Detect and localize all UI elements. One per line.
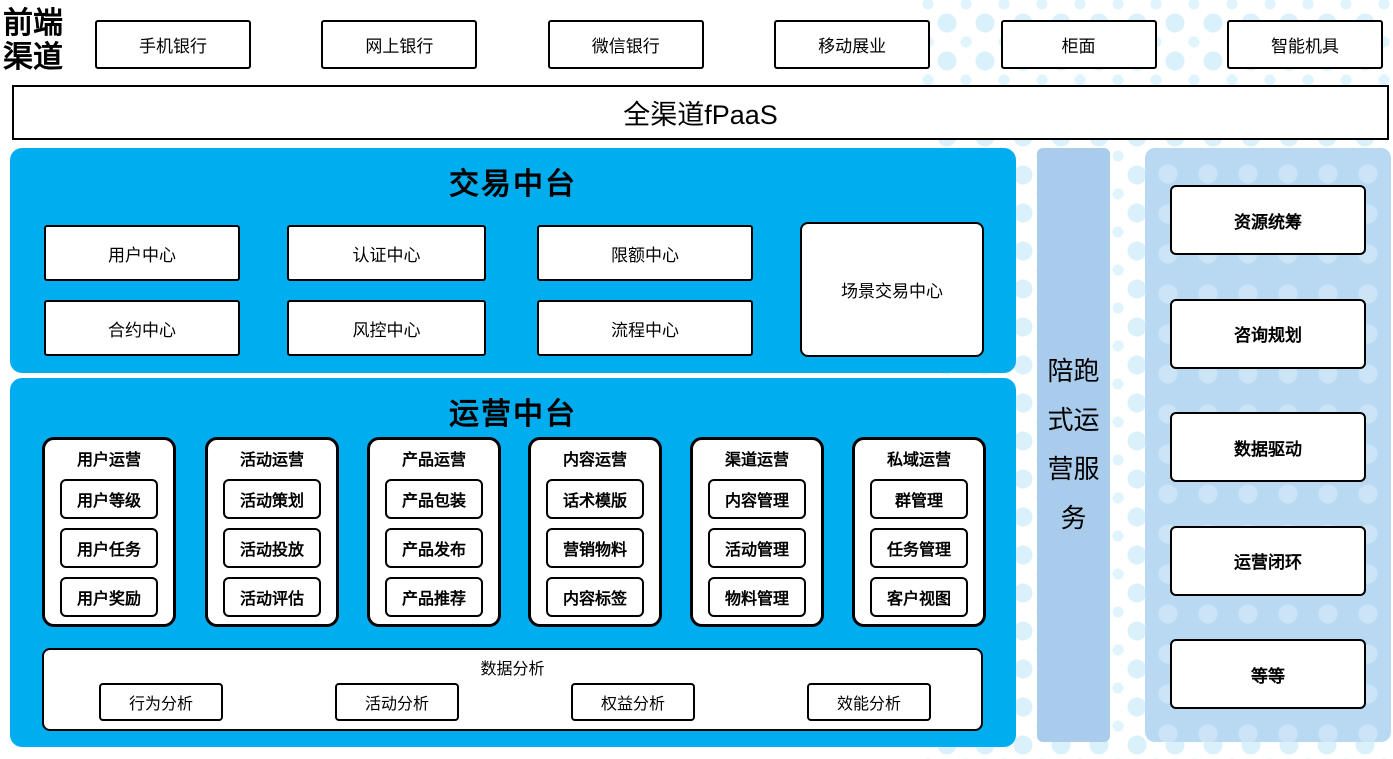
trade-section-title: 交易中台 [449,168,577,201]
operations-middle-platform-section: 运营中台 用户运营 用户等级 用户任务 用户奖励 活动运营 活动策划 活动投放 … [10,378,1016,747]
channel-box-mobile-banking: 手机银行 [95,20,251,69]
panel-box-consulting-planning: 咨询规划 [1170,298,1366,369]
front-channels-row: 手机银行 网上银行 微信银行 移动展业 柜面 智能机具 [95,20,1383,69]
channel-box-mobile-outreach: 移动展业 [774,20,931,69]
group-title: 私域运营 [886,452,951,469]
group-product-ops: 产品运营 产品包装 产品发布 产品推荐 [367,437,501,627]
group-item: 产品包装 [385,479,483,519]
center-box-process: 流程中心 [537,300,753,356]
center-box-user: 用户中心 [44,225,240,281]
group-item: 任务管理 [870,528,968,568]
companion-operation-service-bar: 陪跑式运营服务 [1037,148,1110,742]
panel-box-operation-loop: 运营闭环 [1170,525,1366,596]
panel-box-etc: 等等 [1170,639,1366,709]
group-item: 话术模版 [546,479,644,519]
group-activity-ops: 活动运营 活动策划 活动投放 活动评估 [205,437,339,627]
analysis-item: 效能分析 [807,683,931,721]
group-private-domain-ops: 私域运营 群管理 任务管理 客户视图 [852,437,986,627]
trade-middle-platform-section: 交易中台 用户中心 认证中心 限额中心 合约中心 风控中心 流程中心 场景交易中… [10,148,1016,373]
analysis-item: 权益分析 [571,683,695,721]
group-item: 物料管理 [708,577,806,617]
data-analysis-row: 行为分析 活动分析 权益分析 效能分析 [44,679,981,721]
group-item: 活动管理 [708,528,806,568]
group-title: 用户运营 [76,452,141,469]
group-item: 客户视图 [870,577,968,617]
data-analysis-title: 数据分析 [480,661,545,678]
center-box-contract: 合约中心 [44,300,240,356]
group-title: 活动运营 [239,452,304,469]
group-channel-ops: 渠道运营 内容管理 活动管理 物料管理 [690,437,824,627]
analysis-item: 行为分析 [99,683,223,721]
group-user-ops: 用户运营 用户等级 用户任务 用户奖励 [42,437,176,627]
group-item: 内容管理 [708,479,806,519]
group-title: 产品运营 [401,452,466,469]
group-item: 用户等级 [60,479,158,519]
channel-box-counter: 柜面 [1000,20,1157,69]
group-content-ops: 内容运营 话术模版 营销物料 内容标签 [528,437,662,627]
channel-box-smart-devices: 智能机具 [1226,20,1383,69]
group-item: 活动投放 [223,528,321,568]
center-box-auth: 认证中心 [287,225,486,281]
companion-operation-service-label: 陪跑式运营服务 [1047,356,1100,533]
group-item: 用户奖励 [60,577,158,617]
channel-box-online-banking: 网上银行 [321,20,478,69]
channel-box-wechat-banking: 微信银行 [547,20,704,69]
group-item: 群管理 [870,479,968,519]
service-items-panel: 资源统筹 咨询规划 数据驱动 运营闭环 等等 [1145,148,1391,742]
center-box-scenario-trade: 场景交易中心 [800,222,984,357]
group-title: 渠道运营 [724,452,789,469]
front-channels-label: 前端渠道 [3,7,63,74]
group-item: 产品发布 [385,528,483,568]
analysis-item: 活动分析 [335,683,459,721]
data-analysis-container: 数据分析 行为分析 活动分析 权益分析 效能分析 [42,648,983,731]
group-item: 营销物料 [546,528,644,568]
group-item: 内容标签 [546,577,644,617]
group-item: 用户任务 [60,528,158,568]
fpaas-bar: 全渠道fPaaS [12,85,1389,140]
ops-section-title: 运营中台 [449,398,577,431]
group-item: 产品推荐 [385,577,483,617]
group-title: 内容运营 [562,452,627,469]
panel-box-data-driven: 数据驱动 [1170,412,1366,482]
panel-box-resource-coordination: 资源统筹 [1170,185,1366,255]
center-box-limit: 限额中心 [537,225,753,281]
group-item: 活动策划 [223,479,321,519]
center-box-risk: 风控中心 [287,300,486,356]
group-item: 活动评估 [223,577,321,617]
